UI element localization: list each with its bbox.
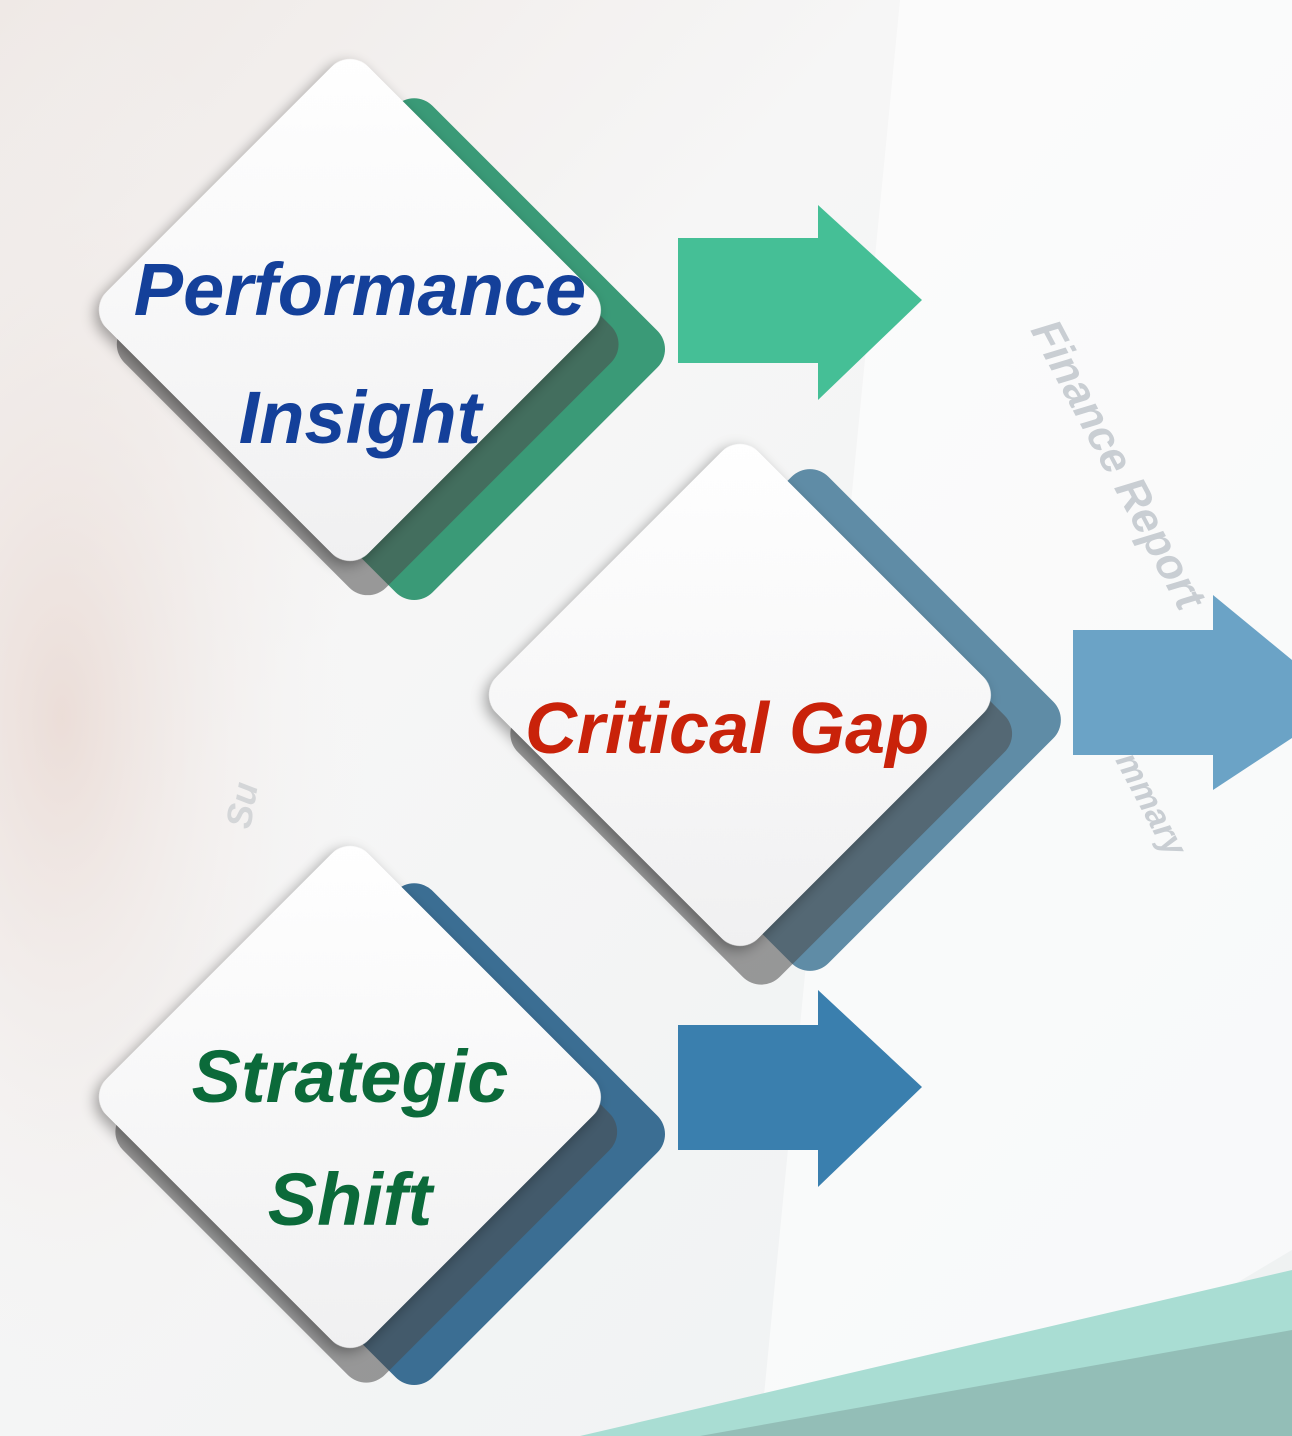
- arrow-1: [678, 205, 922, 400]
- step-1-line-2: Insight: [239, 376, 485, 459]
- card-diamond-3: [99, 846, 601, 1348]
- card-diamond-1: [99, 59, 601, 561]
- card-diamond-2: [489, 444, 991, 946]
- step-strategic-shift: Strategic Shift: [99, 846, 922, 1386]
- step-performance-insight: Performance Insight: [99, 59, 922, 601]
- step-2-line-1: Critical Gap: [525, 689, 929, 769]
- step-1-line-1: Performance: [134, 248, 586, 331]
- arrow-2: [1073, 595, 1292, 790]
- step-3-line-2: Shift: [268, 1158, 436, 1241]
- step-3-line-1: Strategic: [192, 1035, 509, 1118]
- step-critical-gap: Critical Gap: [489, 444, 1292, 985]
- teal-corner-dark: [700, 1330, 1292, 1436]
- arrow-3: [678, 990, 922, 1187]
- bg-side-word-1: Su: [218, 779, 266, 831]
